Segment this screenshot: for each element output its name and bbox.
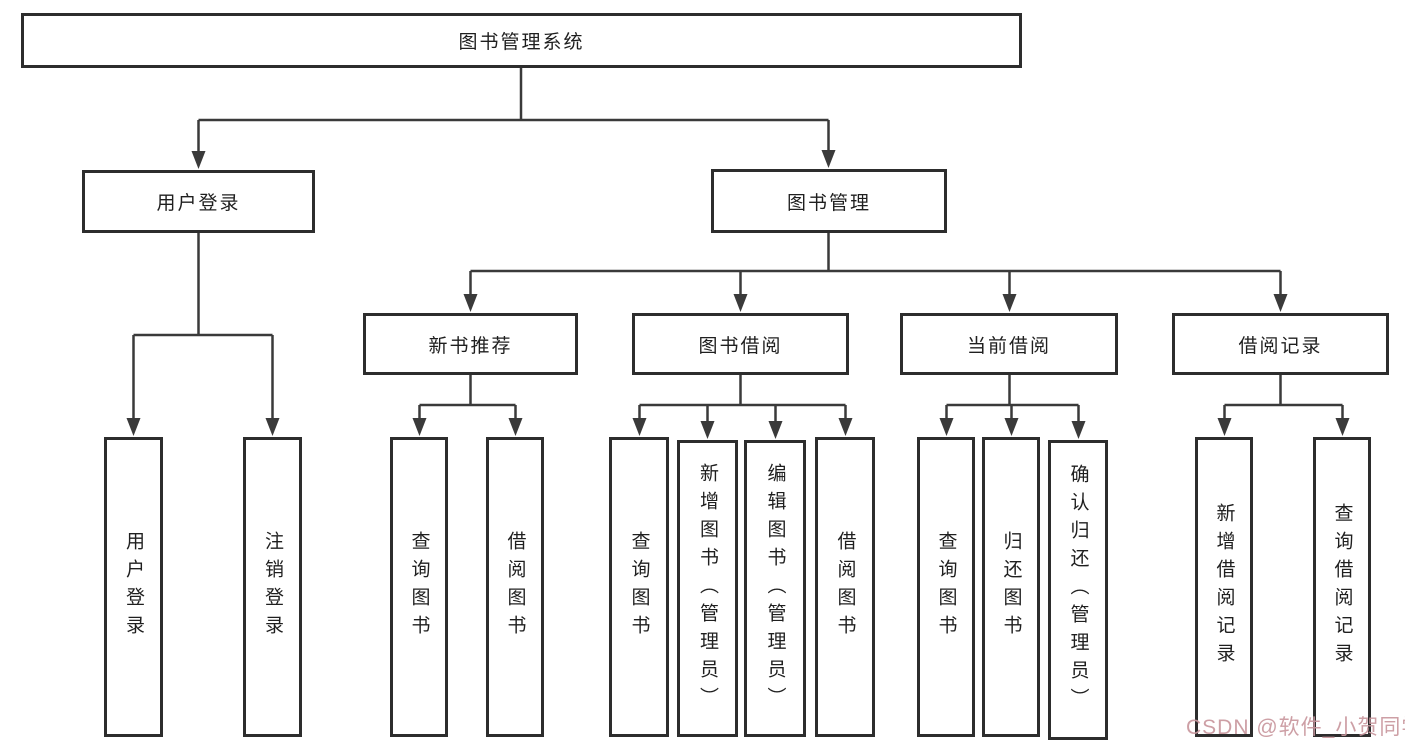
node-library-management-system: 图书管理系统 xyxy=(21,13,1022,68)
node-label: 用户登录 xyxy=(156,193,241,214)
leaf-label: 借阅图书 xyxy=(834,531,856,643)
leaf-confirm-return-admin: 确认归还（管理员） xyxy=(1048,440,1108,740)
leaf-query-books-current: 查询图书 xyxy=(917,437,975,737)
node-new-book-recommendation: 新书推荐 xyxy=(363,313,578,375)
node-label: 图书管理系统 xyxy=(458,32,585,53)
leaf-label: 查询图书 xyxy=(628,531,650,643)
leaf-label: 新增借阅记录 xyxy=(1213,503,1235,671)
node-label: 新书推荐 xyxy=(428,335,513,357)
arrowheads xyxy=(126,150,1350,439)
leaf-query-books-newbook: 查询图书 xyxy=(390,437,448,737)
leaf-label: 新增图书（管理员） xyxy=(697,462,718,715)
leaf-edit-books-admin: 编辑图书（管理员） xyxy=(744,440,806,737)
leaf-label: 查询借阅记录 xyxy=(1331,503,1353,671)
leaf-label: 确认归还（管理员） xyxy=(1067,464,1089,716)
node-label: 当前借阅 xyxy=(966,335,1051,357)
node-label: 借阅记录 xyxy=(1238,335,1323,357)
leaf-query-books-borrow: 查询图书 xyxy=(609,437,669,737)
node-book-borrowing: 图书借阅 xyxy=(632,313,849,375)
leaf-label: 注销登录 xyxy=(262,531,283,643)
leaf-logout: 注销登录 xyxy=(243,437,302,737)
leaf-label: 编辑图书（管理员） xyxy=(764,462,786,715)
leaf-label: 查询图书 xyxy=(408,531,430,643)
node-book-management: 图书管理 xyxy=(711,169,947,233)
leaf-return-books: 归还图书 xyxy=(982,437,1040,737)
leaf-add-books-admin: 新增图书（管理员） xyxy=(677,440,738,737)
leaf-label: 用户登录 xyxy=(123,531,144,643)
leaf-label: 归还图书 xyxy=(1000,531,1022,643)
leaf-user-login: 用户登录 xyxy=(104,437,163,737)
node-borrowing-records: 借阅记录 xyxy=(1172,313,1389,375)
leaf-label: 查询图书 xyxy=(935,531,957,643)
node-label: 图书管理 xyxy=(786,192,871,214)
leaf-label: 借阅图书 xyxy=(504,531,526,643)
node-current-borrowing: 当前借阅 xyxy=(900,313,1118,375)
node-label: 图书借阅 xyxy=(698,335,783,357)
csdn-watermark: CSDN @软件_小贺同学 xyxy=(1186,716,1405,739)
leaf-borrow-books: 借阅图书 xyxy=(815,437,875,737)
node-user-login: 用户登录 xyxy=(82,170,315,233)
leaf-borrow-books-newbook: 借阅图书 xyxy=(486,437,544,737)
leaf-query-borrow-record: 查询借阅记录 xyxy=(1313,437,1371,737)
leaf-add-borrow-record: 新增借阅记录 xyxy=(1195,437,1253,737)
